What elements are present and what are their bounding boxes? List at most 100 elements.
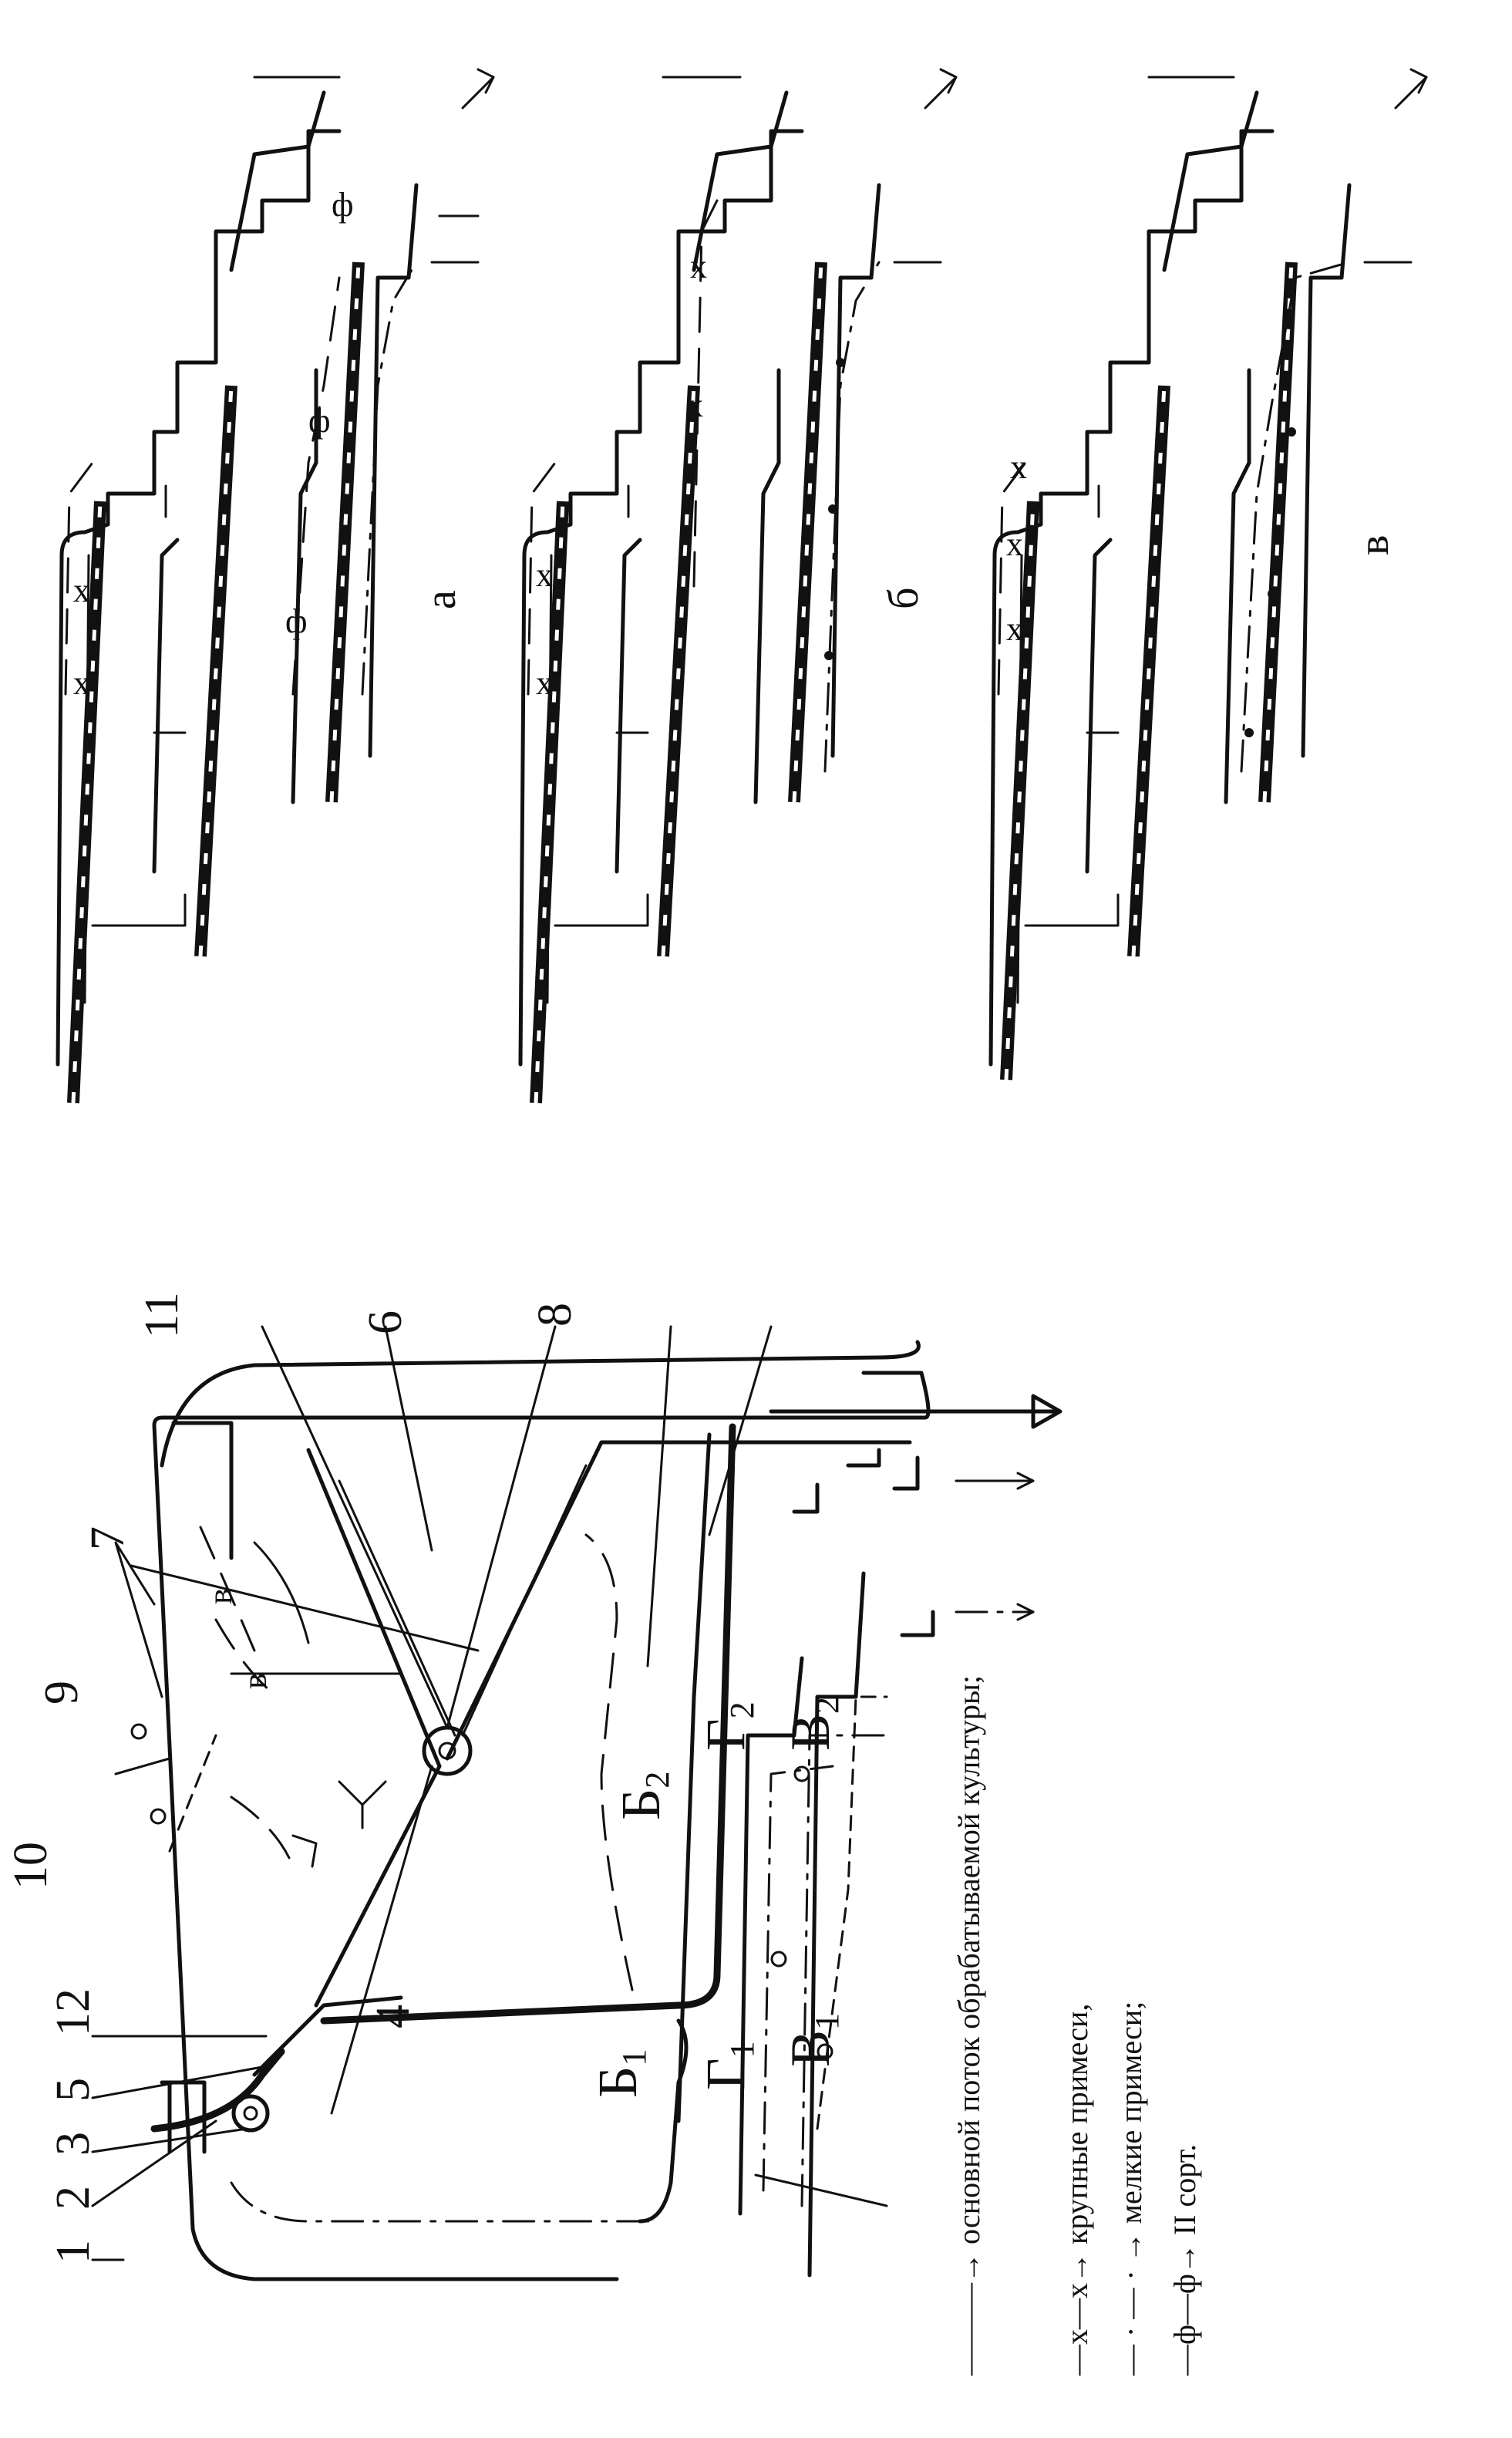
panel-a: х х ф ф ф а [56,68,495,1104]
zone-g1: Г1 [695,2041,761,2090]
zone-labels: Б1 Б2 Г1 Г2 В1 В2 [587,1697,846,2098]
legend-grade2: —ф—ф→ II сорт. [1167,2144,1202,2376]
panel-b-label: б [880,588,928,610]
panel-a-sieve-3 [325,261,365,803]
lower-tray-1 [738,1656,804,2216]
callout-leaders [91,1325,888,2261]
zone-v1: В1 [780,2013,846,2067]
panel-a-sieve-2-holes [198,385,234,957]
panel-a-casing [56,129,342,1067]
panel-a-flow-fine [361,261,418,696]
panel-c-label: в [1350,535,1398,555]
zone-b1: Б1 [587,2049,653,2098]
panel-b-cross: х [690,248,707,285]
callout-10: 10 [5,1842,57,1890]
upper-casing [160,1340,921,1468]
panel-c-cross: х [1006,525,1023,563]
callout-5: 5 [47,2078,99,2102]
callout-3: 3 [47,2132,99,2156]
panel-b-walls [615,90,881,874]
callout-6: 6 [359,1310,412,1334]
panel-b-flow-fine [823,261,881,773]
legend-fine: — · — · → мелкие примеси; [1113,2001,1148,2376]
panel-b-casing [518,129,804,1067]
outlet-arrowhead-2 [1016,1603,1035,1621]
panel-c-arrows [1097,68,1428,518]
panel-c-dot [1268,589,1277,599]
panel-c-sieve-3 [1258,261,1298,803]
zone-b2: Б2 [610,1772,676,1820]
outlet-arrow-1 [955,1472,1035,1490]
panel-a-arrows [164,68,495,518]
panel-c-dot [1244,728,1254,737]
legend-main: ———→ основной поток обрабатываемой культ… [951,1675,986,2376]
zone-g2: Г2 [695,1701,761,1751]
panel-a-cross: х [73,572,90,609]
panel-c-cross: х [1006,610,1023,648]
hub-center [438,1742,456,1760]
panel-b-dot [824,651,833,660]
aspiration-channel-right [445,1440,912,1761]
panel-a-cross: х [73,664,90,702]
panel-a-flow-coarse [64,461,94,696]
panel-c-sieve-1 [1000,501,1039,1081]
panel-c-dot [1287,427,1296,437]
callout-12: 12 [47,1988,99,2036]
callout-11: 11 [136,1292,188,1338]
flow-letter-1: в [201,1588,239,1604]
panel-c-sieve-1-holes [1004,501,1036,1081]
panel-a-walls [152,90,419,874]
panel-b-sieve-2-holes [661,385,696,957]
casing-top [171,1421,234,1560]
hub-lines [261,1325,557,2115]
panel-b-sieve-3 [788,261,827,803]
panel-c-cross: х [1010,448,1027,486]
callout-9: 9 [35,1681,88,1705]
panel-a-flow-grade2 [291,276,341,696]
panel-c: х х х в [988,68,1428,1081]
legend-coarse: —х—х→ крупные примеси, [1059,2004,1094,2376]
legend: ———→ основной поток обрабатываемой культ… [951,1675,1202,2376]
casing-right-wall [237,1371,931,1420]
aspiration-channel-inner [338,1464,588,1737]
zone-v2: В2 [780,1697,846,1751]
panel-c-flow-coarse [997,461,1027,696]
grade2-marker [793,1765,810,1782]
grade2-marker [130,1723,147,1740]
machine-casing [152,1415,619,2281]
callout-7: 7 [82,1526,134,1550]
panel-a-circle-mark: ф [285,602,308,640]
panel-b: х х х х б [518,68,958,1104]
main-output-arrowhead [1031,1394,1062,1429]
panel-a-circle-mark: ф [332,186,354,224]
panel-b-cross: х [536,664,553,702]
flow-letter-2: в [236,1673,274,1689]
machine-section: в в [91,1325,1062,2281]
sieve-bottom-step [638,2018,689,2224]
outlet-boxes [792,1448,935,1637]
aspiration-channel-left [306,1448,442,2008]
callout-8: 8 [529,1303,581,1327]
callout-1: 1 [47,2240,99,2264]
callout-2: 2 [47,2186,99,2210]
panel-c-walls [1085,90,1352,874]
y-mark [338,1780,387,1829]
panel-a-label: а [417,590,465,609]
grade2-marker [150,1808,167,1825]
panel-a-circle-mark: ф [308,402,331,440]
panel-c-flow-fine [1240,261,1351,773]
air-flow-curves [199,1526,295,1868]
panel-b-sieve-1-holes [534,501,565,1104]
flow-coarse [584,1533,634,1991]
panel-b-flow-coarse [527,199,719,696]
lower-tray-2 [807,1571,866,2278]
panel-a-sieve-1-holes [71,501,103,1104]
grade2-marker [817,2043,833,2060]
hopper-flap [150,2048,285,2133]
flow-main [230,1541,402,1868]
panel-b-dot [836,358,845,367]
panel-b-dot [828,504,837,514]
grade2-marker [770,1951,787,1968]
flow-fine [230,1734,888,2223]
